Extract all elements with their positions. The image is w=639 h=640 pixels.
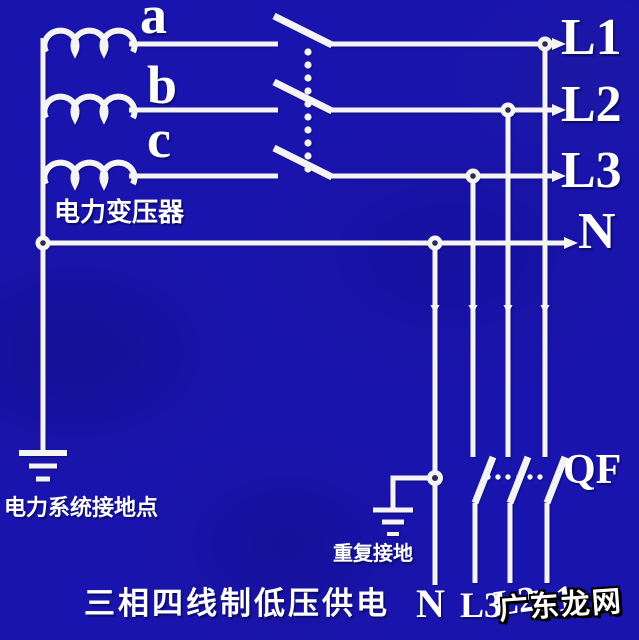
winding-label-a: a <box>140 0 167 45</box>
repeat-ground-symbol <box>373 507 413 536</box>
junction-L2 <box>500 102 516 118</box>
flow-arrows <box>430 305 550 314</box>
bottom-label-L3: L3 <box>460 585 503 625</box>
breaker-linkage-dots <box>485 474 543 480</box>
system-ground-symbol <box>19 450 67 482</box>
system-ground-label: 电力系统接地点 <box>4 495 159 520</box>
junction-L3 <box>465 168 481 184</box>
winding-coil-c <box>41 159 138 191</box>
line-label-L3: L3 <box>561 142 622 199</box>
winding-label-b: b <box>147 55 178 115</box>
repeat-ground-label: 重复接地 <box>333 543 413 565</box>
line-label-N: N <box>578 203 616 260</box>
diagram-title: 三相四线制低压供电 <box>84 586 390 621</box>
switch-linkage-dots <box>304 48 312 173</box>
winding-label-c: c <box>147 109 171 169</box>
line-label-L2: L2 <box>561 76 622 133</box>
junction-L1 <box>537 36 553 52</box>
bottom-label-N: N <box>416 581 445 626</box>
label-arrowheads <box>552 38 578 249</box>
transformer-label: 电力变压器 <box>54 197 185 227</box>
breaker-blade-L2 <box>506 455 532 505</box>
junction-neutral-left <box>35 235 51 251</box>
switch-blade-c <box>272 144 334 181</box>
switch-blade-a <box>272 12 334 49</box>
winding-coil-b <box>41 93 138 125</box>
repeat-ground-branch-wire <box>390 475 435 508</box>
switch-blade-b <box>272 78 334 115</box>
junction-neutral-mid <box>427 235 443 251</box>
breaker-blade-L3 <box>471 455 497 505</box>
breaker-label-QF: QF <box>563 447 622 493</box>
junction-dots <box>35 36 553 486</box>
junction-repeat-ground <box>427 470 443 486</box>
winding-coil-a <box>41 27 138 59</box>
line-label-L1: L1 <box>561 9 622 66</box>
breaker-blade-L1 <box>543 455 569 505</box>
